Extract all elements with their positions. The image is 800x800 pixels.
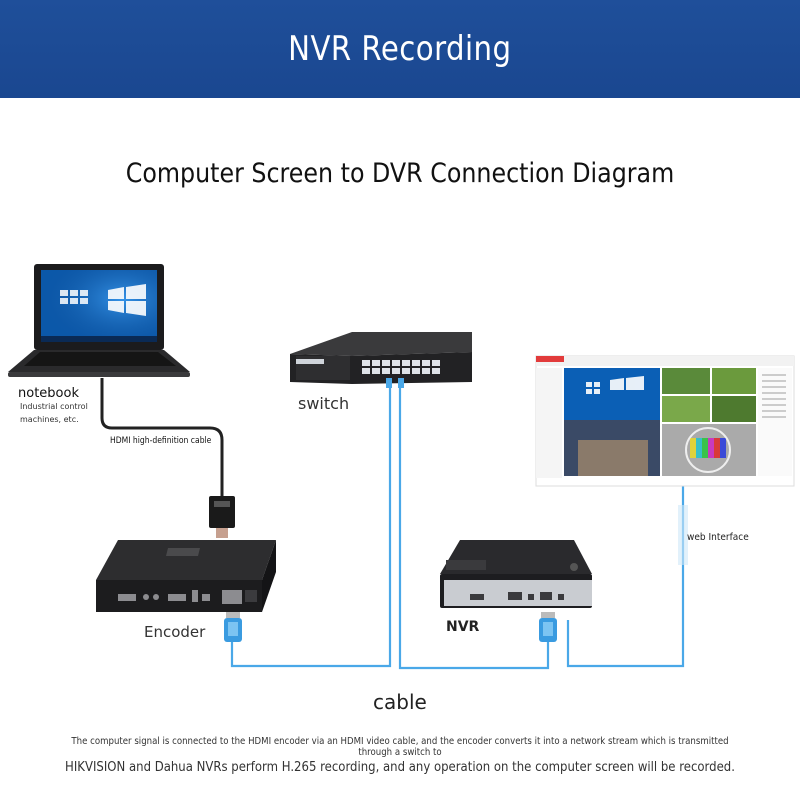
hdmi-cable-line [100, 378, 224, 500]
label-encoder: Encoder [144, 623, 206, 641]
encoder-icon [96, 540, 276, 612]
label-hdmi-cable: HDMI high-definition cable [110, 436, 212, 446]
cable-switch-nvr [398, 380, 550, 670]
label-notebook-sub: Industrial control machines, etc. [20, 402, 88, 424]
caption-line-1: The computer signal is connected to the … [71, 736, 729, 758]
switch-icon [290, 332, 472, 388]
encoder-rj45-connector-icon [224, 612, 242, 642]
caption-line-2: HIKVISION and Dahua NVRs perform H.265 r… [65, 760, 735, 775]
diagram-title: Computer Screen to DVR Connection Diagra… [125, 158, 675, 189]
label-web-interface: web Interface [687, 532, 749, 543]
hdmi-plug-icon [209, 496, 235, 538]
nvr-icon [440, 540, 592, 608]
laptop-icon [8, 264, 190, 377]
label-nvr: NVR [446, 619, 480, 635]
web-cable-glow [678, 505, 688, 565]
label-switch: switch [298, 394, 350, 413]
web-interface-screen [535, 355, 795, 487]
label-cable: cable [373, 690, 427, 714]
header-banner: NVR Recording [0, 0, 800, 98]
label-notebook: notebook [18, 386, 79, 401]
cable-encoder-switch [230, 380, 392, 668]
cable-nvr-web [566, 486, 685, 668]
page-title: NVR Recording [288, 29, 512, 69]
network-cables [230, 380, 685, 670]
nvr-rj45-connector-icon [539, 612, 557, 642]
